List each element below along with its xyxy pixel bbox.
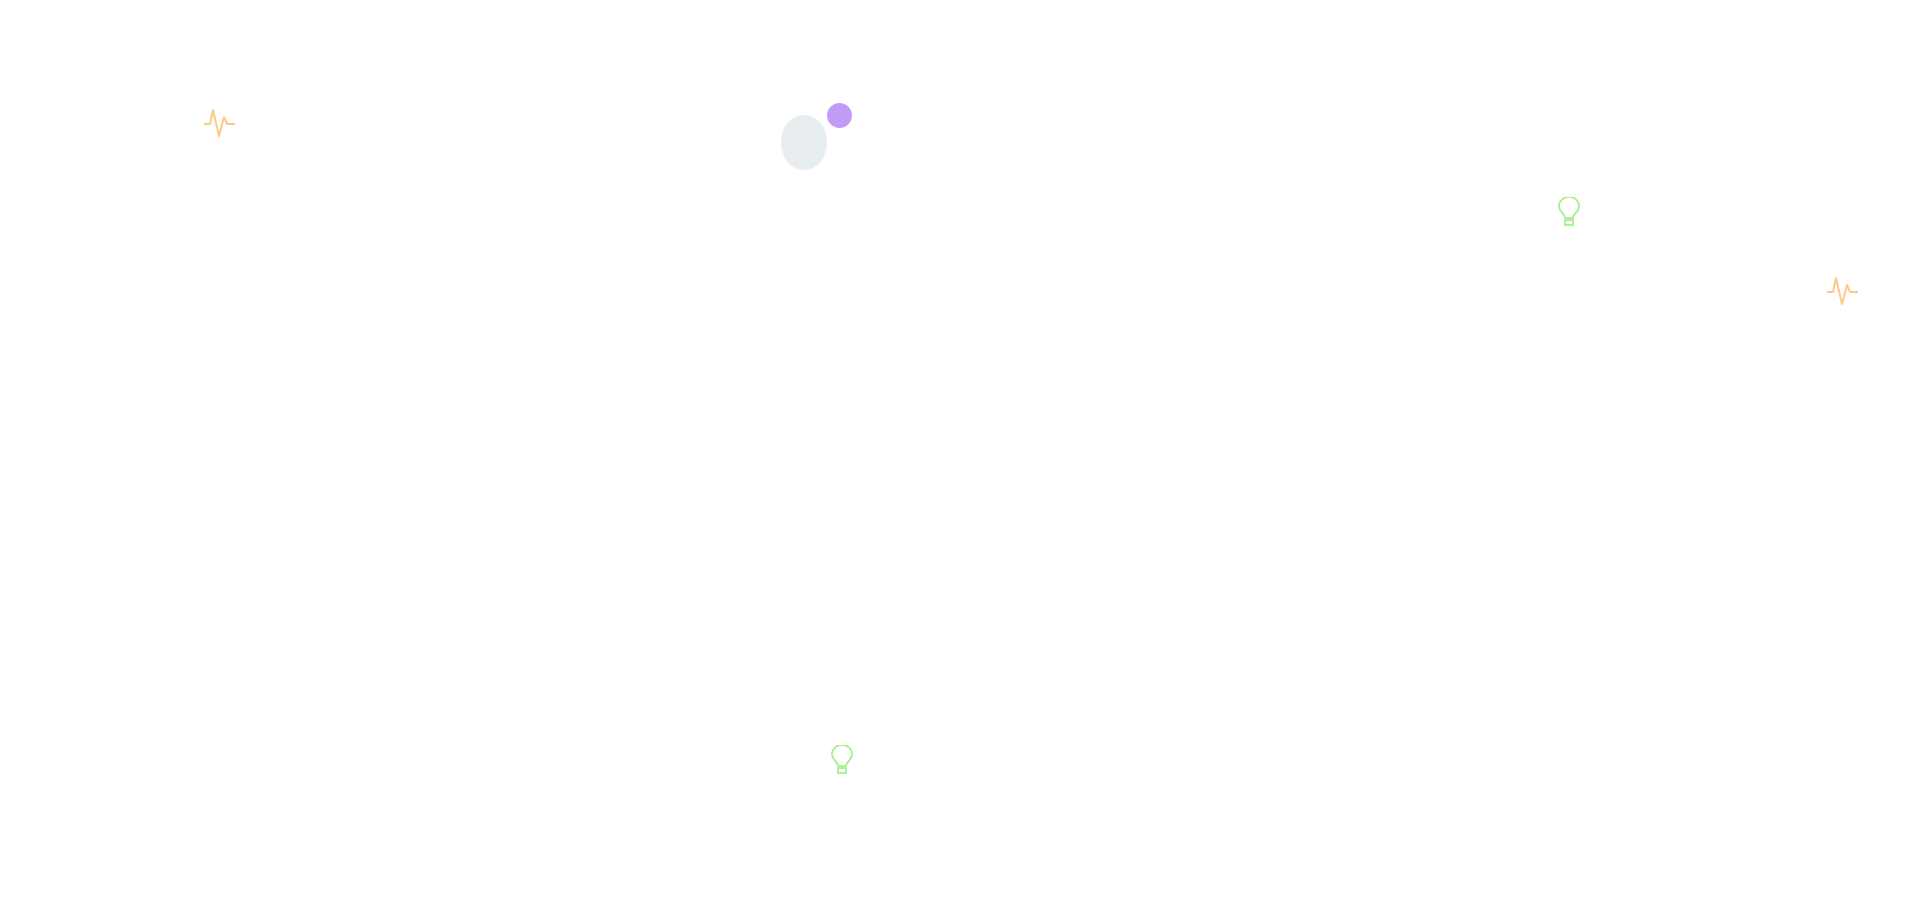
pulse-icon xyxy=(1827,277,1858,305)
lightbulb-icon xyxy=(1558,197,1580,226)
pulse-icon xyxy=(204,109,235,137)
decorative-dot xyxy=(827,103,852,128)
lightbulb-icon xyxy=(831,745,853,774)
decorative-oval xyxy=(781,115,827,170)
